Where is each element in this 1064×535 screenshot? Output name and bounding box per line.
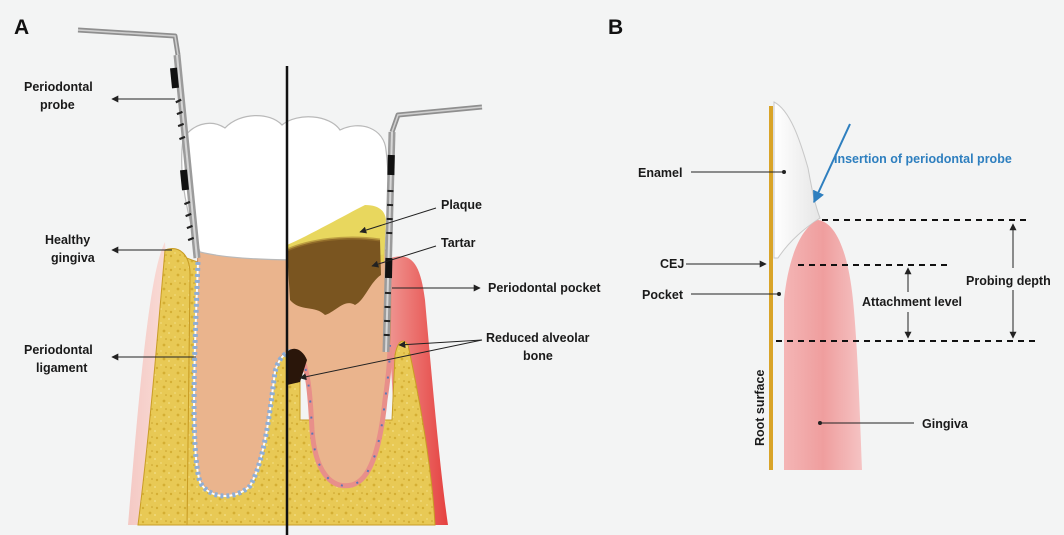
- svg-text:bone: bone: [523, 349, 553, 363]
- label-tartar: Tartar: [441, 236, 476, 250]
- label-cej: CEJ: [660, 257, 684, 271]
- svg-text:Periodontal: Periodontal: [24, 80, 93, 94]
- svg-text:probe: probe: [40, 98, 75, 112]
- label-periodontal-probe: Periodontal probe: [24, 80, 93, 112]
- label-periodontal-ligament: Periodontal ligament: [24, 343, 93, 375]
- label-reduced-alveolar-bone: Reduced alveolar bone: [486, 331, 590, 363]
- label-gingiva: Gingiva: [922, 417, 969, 431]
- label-healthy-gingiva: Healthy gingiva: [45, 233, 96, 265]
- gingiva-shape: [784, 220, 862, 470]
- panel-a-label: A: [14, 16, 29, 39]
- label-periodontal-pocket: Periodontal pocket: [488, 281, 601, 295]
- label-root-surface: Root surface: [753, 370, 767, 446]
- label-enamel: Enamel: [638, 166, 682, 180]
- svg-text:gingiva: gingiva: [51, 251, 96, 265]
- label-attachment-level: Attachment level: [862, 295, 962, 309]
- label-insertion-of-probe: Insertion of periodontal probe: [834, 152, 1012, 166]
- periodontal-probe-left: [78, 30, 197, 258]
- label-plaque: Plaque: [441, 198, 482, 212]
- svg-text:ligament: ligament: [36, 361, 88, 375]
- panel-b-label: B: [608, 16, 623, 39]
- svg-text:Reduced alveolar: Reduced alveolar: [486, 331, 590, 345]
- svg-text:Healthy: Healthy: [45, 233, 90, 247]
- tooth-illustration: [128, 66, 448, 535]
- svg-text:Periodontal: Periodontal: [24, 343, 93, 357]
- label-probing-depth: Probing depth: [966, 274, 1051, 288]
- label-pocket: Pocket: [642, 288, 684, 302]
